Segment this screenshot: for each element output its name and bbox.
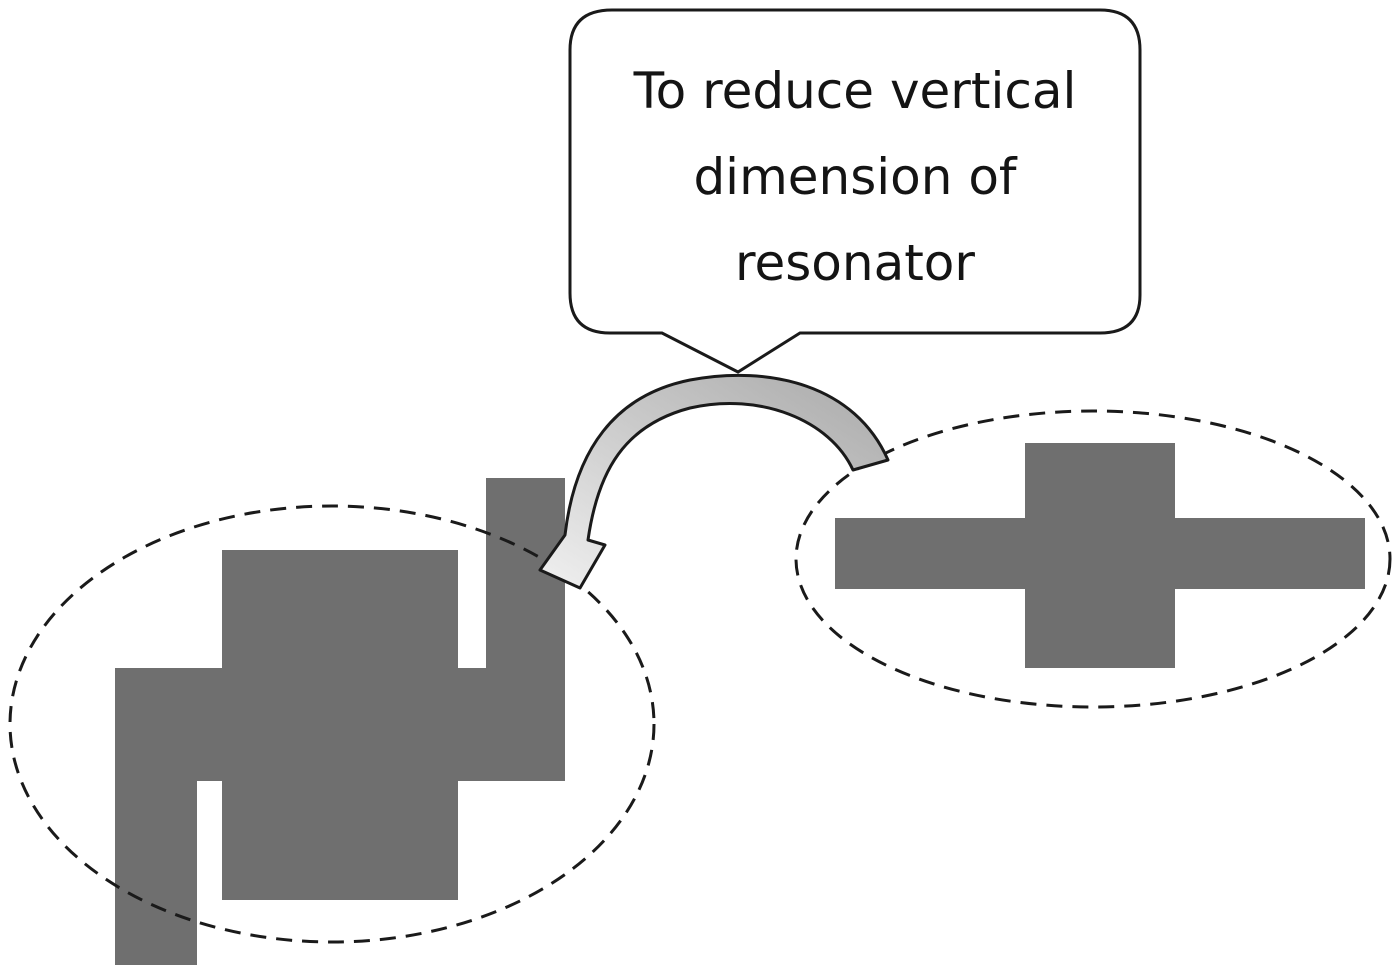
callout-bubble xyxy=(568,8,1142,374)
original-resonator xyxy=(835,443,1365,668)
folded-resonator-top-stub xyxy=(486,478,565,781)
callout-line-1: To reduce vertical xyxy=(633,62,1077,120)
folded-resonator-bottom-stub xyxy=(115,668,197,965)
folded-resonator xyxy=(115,478,565,965)
original-resonator-outline xyxy=(794,409,1392,709)
transform-arrow xyxy=(538,373,890,590)
original-resonator-vertical-arm xyxy=(1025,443,1175,668)
callout-text: To reduce vertical dimension of resonato… xyxy=(572,48,1138,306)
folded-resonator-outline xyxy=(8,504,656,944)
callout-line-2: dimension of xyxy=(693,148,1017,206)
callout-line-3: resonator xyxy=(735,234,975,292)
